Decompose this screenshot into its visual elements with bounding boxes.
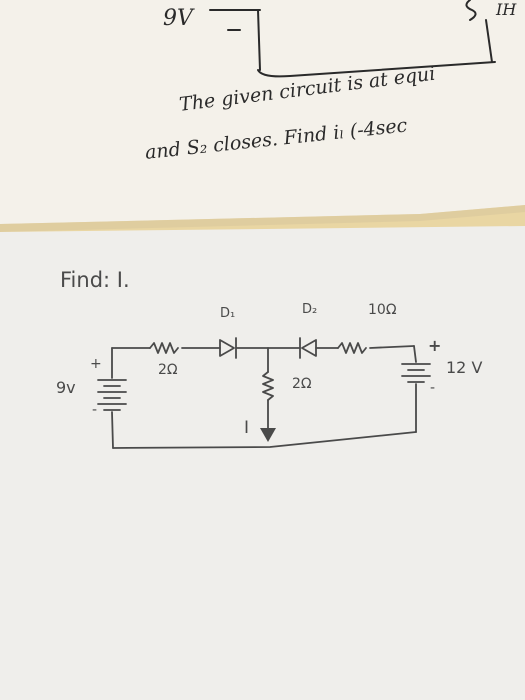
middle-resistor-label: 2Ω xyxy=(292,376,312,392)
top-paper-shadow xyxy=(0,205,525,232)
left-minus-sign: - xyxy=(92,402,98,418)
d2-label: D₂ xyxy=(302,302,318,317)
current-arrow-icon xyxy=(260,428,276,442)
top-battery-label: 9V xyxy=(163,6,193,31)
left-source-label: 9v xyxy=(56,378,76,397)
top-paper-sheet xyxy=(0,0,525,224)
top-corner-label: IH xyxy=(496,0,517,19)
top-resistor-label: 10Ω xyxy=(368,302,397,318)
left-resistor-label: 2Ω xyxy=(158,362,178,378)
right-source-label: 12 V xyxy=(446,358,483,377)
current-label: I xyxy=(244,418,250,438)
question-heading: Find: I. xyxy=(60,268,130,292)
bottom-paper-sheet xyxy=(0,226,525,700)
right-plus-sign: + xyxy=(428,336,442,355)
d1-label: D₁ xyxy=(220,306,236,321)
bottom-sheet-circuit xyxy=(97,337,431,449)
right-minus-sign: - xyxy=(430,380,436,396)
left-plus-sign: + xyxy=(90,356,102,372)
top-sheet-circuit-fragment xyxy=(209,0,496,78)
